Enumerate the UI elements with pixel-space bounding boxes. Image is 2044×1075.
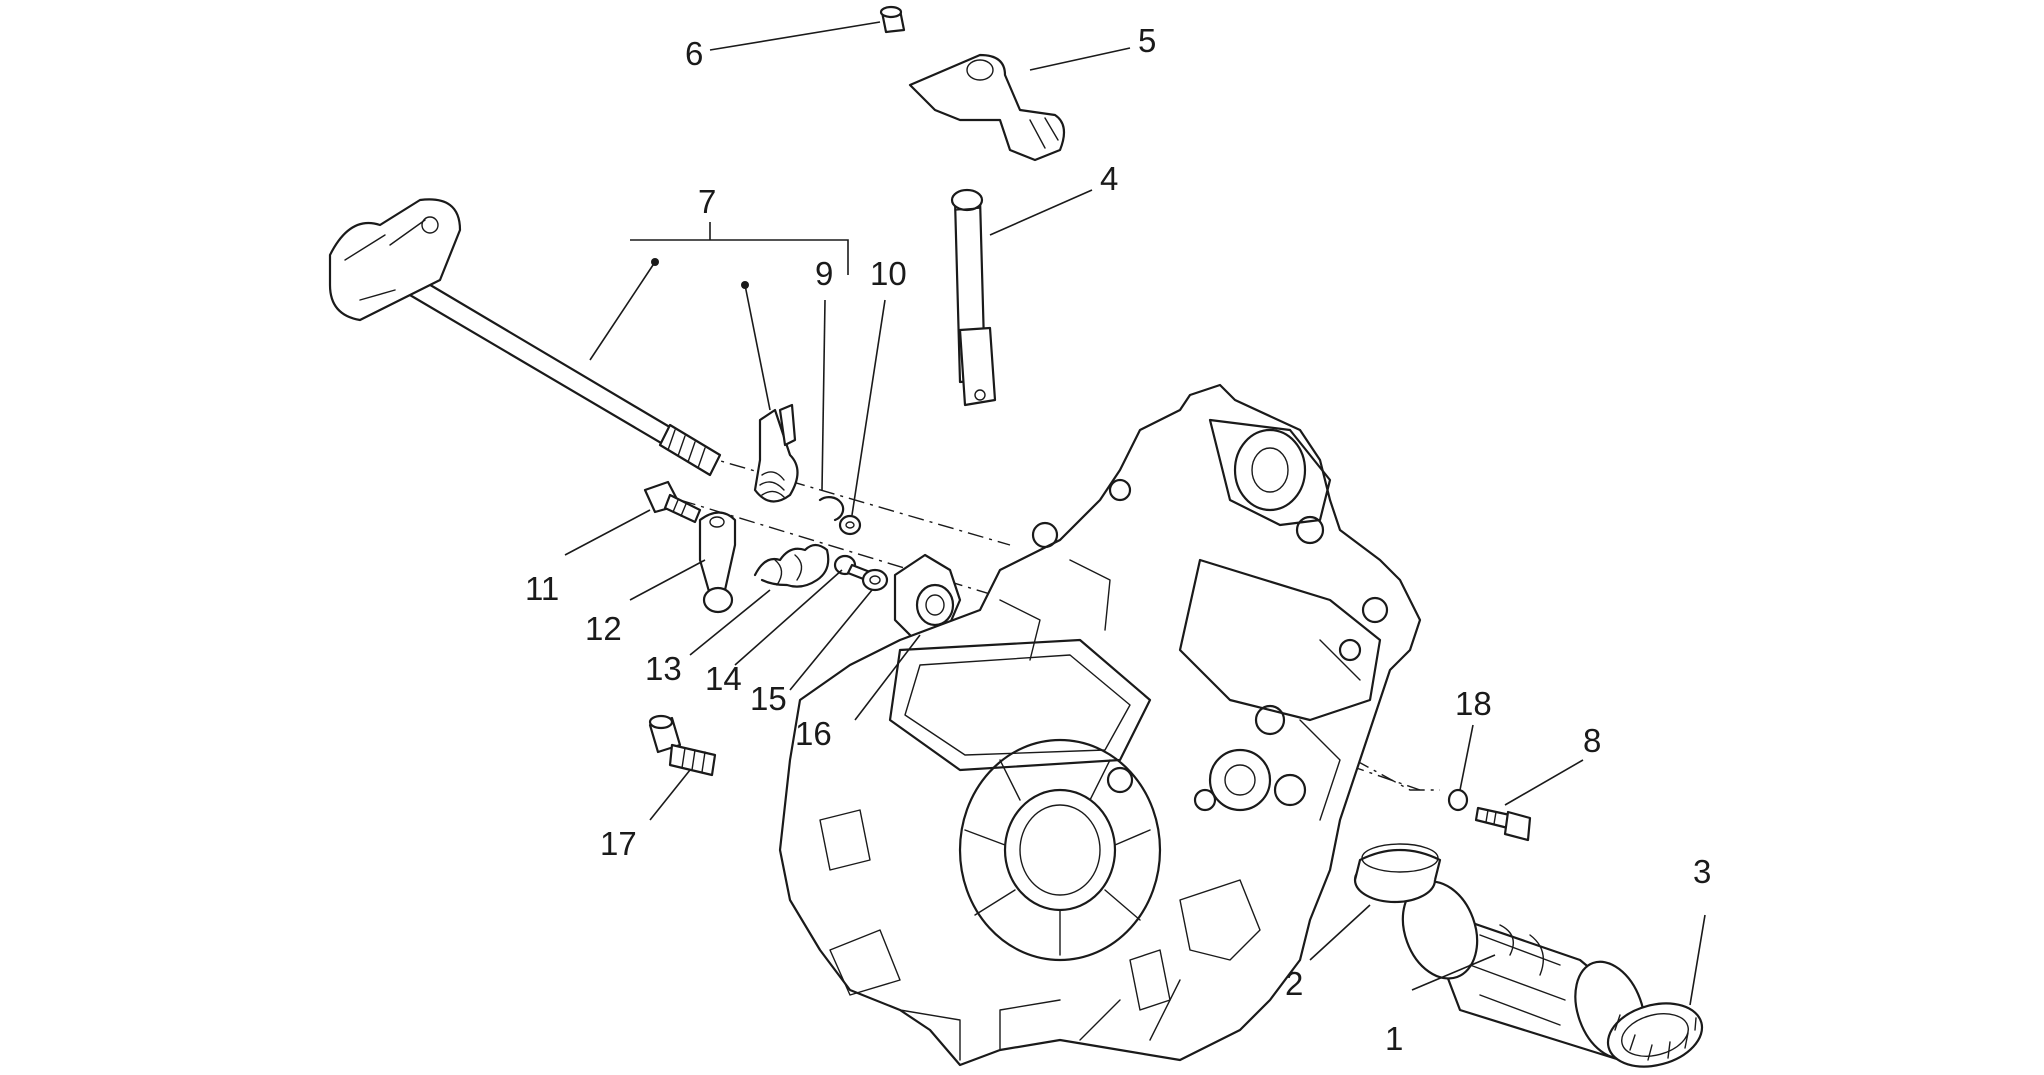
leader-lines	[564, 21, 1706, 1006]
part-bushing	[1353, 843, 1442, 904]
callout-7: 7	[698, 183, 716, 220]
part-flange-bolt	[1474, 806, 1532, 842]
part-washer-small	[861, 568, 889, 592]
part-needle-bearing	[1606, 1002, 1704, 1068]
callout-6: 6	[685, 35, 703, 72]
part-crankcase	[778, 383, 1422, 1067]
callout-5: 5	[1138, 22, 1156, 59]
callout-16: 16	[795, 715, 832, 752]
callout-12: 12	[585, 610, 622, 647]
part-spring	[753, 543, 830, 588]
part-return-spring	[753, 403, 799, 503]
part-gearshift-shaft	[328, 198, 722, 477]
leader-dots	[651, 258, 749, 289]
part-bolt	[643, 480, 702, 524]
callout-2: 2	[1285, 965, 1303, 1002]
callout-18: 18	[1455, 685, 1492, 722]
callout-1: 1	[1385, 1020, 1403, 1057]
callout-17: 17	[600, 825, 637, 862]
part-stud-bolt	[648, 714, 717, 777]
part-drum-cam	[893, 553, 962, 642]
callout-15: 15	[750, 680, 787, 717]
callout-9: 9	[815, 255, 833, 292]
callout-8: 8	[1583, 722, 1601, 759]
callout-10: 10	[870, 255, 907, 292]
callout-labels: 1 2 3 4 5 6 7 8 9 10 11 12 13 14 15 16 1…	[525, 22, 1711, 1057]
part-o-ring	[1447, 788, 1469, 812]
part-screw	[879, 5, 906, 34]
callout-3: 3	[1693, 853, 1711, 890]
part-stopper-lever	[698, 511, 737, 614]
callout-4: 4	[1100, 160, 1118, 197]
part-washer	[838, 514, 862, 536]
callout-13: 13	[645, 650, 682, 687]
callout-11: 11	[525, 570, 559, 607]
part-small-screw	[833, 554, 872, 582]
part-shift-lever	[908, 53, 1066, 162]
callout-14: 14	[705, 660, 742, 697]
part-circlip	[818, 496, 845, 522]
part-selector-pin	[950, 188, 997, 407]
